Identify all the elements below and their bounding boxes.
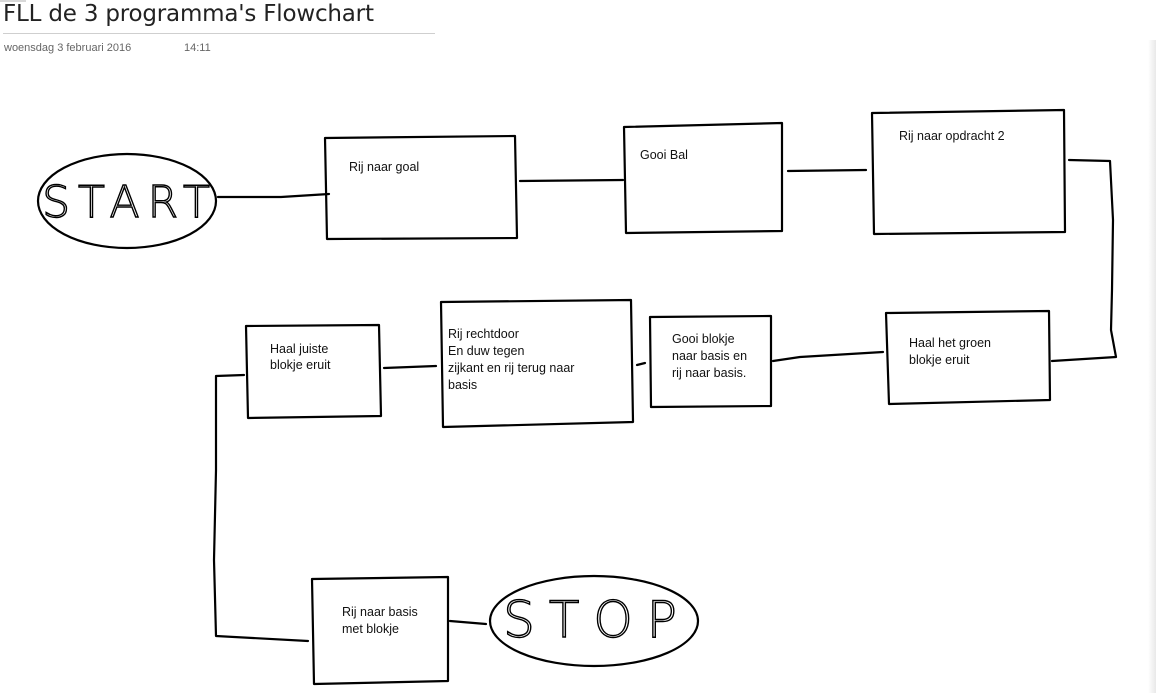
node-haal-juiste-blokje-line-1: Haal juiste [270,342,328,356]
node-rij-naar-opdracht-2-line-1: Rij naar opdracht 2 [899,129,1005,143]
node-rij-rechtdoor-line-3: zijkant en rij terug naar [448,361,574,375]
node-rij-rechtdoor-line-4: basis [448,378,477,392]
node-gooi-blokje-shape [648,314,773,409]
edge-haal-groen-blokje-to-gooi-blokje [771,350,885,363]
node-rij-naar-basis: Rij naar basis met blokje [310,575,450,686]
edge-rij-naar-opdracht-2-to-haal-groen-blokje [1050,158,1118,363]
node-start: START [36,152,218,250]
node-rij-naar-goal-shape [323,134,519,241]
node-start-label: START [42,177,218,228]
edge-rij-rechtdoor-to-haal-juiste-blokje [382,364,438,370]
node-haal-groen-blokje-shape [884,309,1052,406]
node-rij-rechtdoor-line-1: Rij rechtdoor [448,327,519,341]
node-rij-naar-opdracht-2: Rij naar opdracht 2 [870,108,1067,236]
node-stop: STOP [488,574,700,668]
edge-rij-naar-goal-to-gooi-bal [518,178,625,183]
edge-rij-naar-basis-to-stop [448,619,488,626]
node-haal-groen-blokje: Haal het groen blokje eruit [884,309,1052,406]
node-gooi-bal-line-1: Gooi Bal [640,148,688,162]
node-gooi-bal-shape [622,121,784,235]
node-haal-juiste-blokje-line-2: blokje eruit [270,358,331,372]
node-gooi-blokje-line-3: rij naar basis. [672,366,746,380]
edge-gooi-bal-to-rij-naar-opdracht-2 [786,168,868,173]
node-gooi-blokje-line-2: naar basis en [672,349,747,363]
node-stop-shape [488,574,700,668]
node-rij-rechtdoor: Rij rechtdoor En duw tegen zijkant en rij … [439,298,635,429]
edge-start-to-rij-naar-goal [216,192,331,199]
corner-mark [0,0,26,2]
page-title: FLL de 3 programma's Flowchart [3,1,374,27]
node-gooi-blokje: Gooi blokje naar basis en rij naar basis. [648,314,773,409]
edge-haal-juiste-blokje-to-rij-naar-basis [212,373,310,643]
node-haal-juiste-blokje-shape [244,323,383,420]
node-gooi-bal: Gooi Bal [622,121,784,235]
node-rij-naar-basis-line-2: met blokje [342,622,399,636]
node-rij-rechtdoor-line-2: En duw tegen [448,344,524,358]
node-stop-label: STOP [503,591,691,649]
node-rij-rechtdoor-shape [439,298,635,429]
title-underline [3,33,435,34]
node-rij-naar-basis-shape [310,575,450,686]
page-date: woensdag 3 februari 2016 [4,42,132,54]
node-start-shape [36,152,218,250]
edge-gooi-blokje-to-rij-rechtdoor [635,361,647,367]
node-haal-groen-blokje-line-1: Haal het groen [909,336,991,350]
page-time: 14:11 [184,42,211,54]
page-edge [1148,40,1156,693]
node-rij-naar-basis-line-1: Rij naar basis [342,605,418,619]
node-rij-naar-goal-line-1: Rij naar goal [349,160,419,174]
node-haal-juiste-blokje: Haal juiste blokje eruit [244,323,383,420]
node-rij-naar-opdracht-2-shape [870,108,1067,236]
node-gooi-blokje-line-1: Gooi blokje [672,332,735,346]
node-haal-groen-blokje-line-2: blokje eruit [909,353,970,367]
node-rij-naar-goal: Rij naar goal [323,134,519,241]
